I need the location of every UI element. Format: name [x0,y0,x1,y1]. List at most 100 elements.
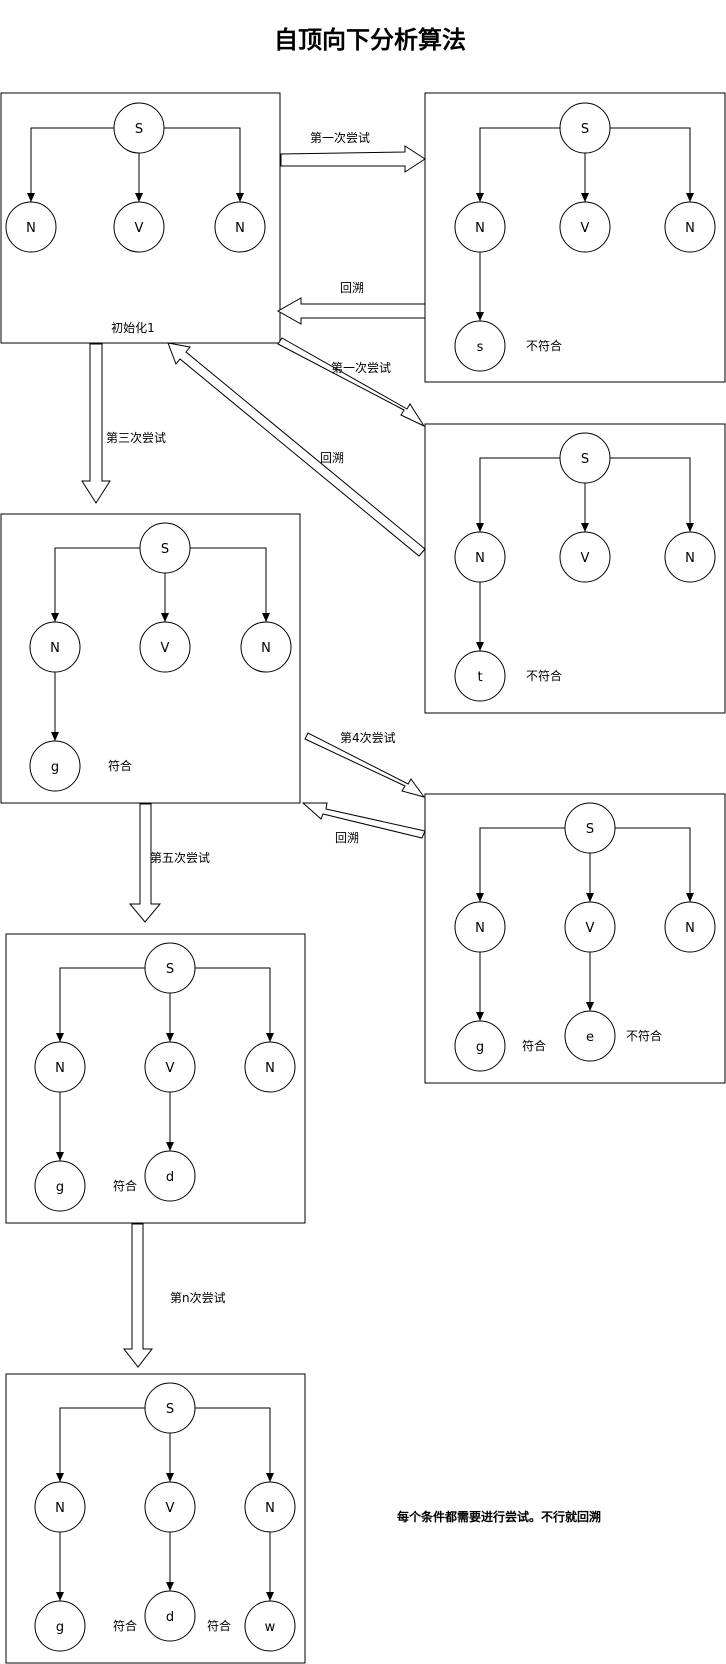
tree-try4-ge-result-0: 符合 [522,1038,546,1053]
label-attempt-n: 第n次尝试 [170,1290,226,1305]
tree-tryn-gdw-child-1-label: V [166,1501,175,1516]
tree-try1-s-root-label: S [581,122,589,137]
tree-try1-s-leaf-0-label: s [477,340,484,355]
tree-tryn-gdw-root-label: S [166,1402,174,1417]
tree-try3-g-edge-2 [190,547,270,622]
tree-try4-ge-result-1: 不符合 [626,1028,662,1043]
arrow-backtrack-2 [167,342,426,557]
box-try5-gd [5,933,306,1224]
page-title: 自顶向下分析算法 [274,26,466,54]
label-attempt-4: 第4次尝试 [340,730,396,745]
box-try1-t [424,423,726,714]
arrow-attempt-n [122,1223,154,1368]
box-init-caption: 初始化1 [111,321,155,335]
tree-try5-gd-leaf-1-label: d [166,1170,174,1185]
arrow-attempt-1b [277,337,426,428]
tree-try5-gd-result-0: 符合 [113,1178,137,1193]
arrow-attempt-4 [304,732,426,798]
tree-try1-s-child-2-circle [664,201,716,253]
tree-try1-t-edge-2 [610,457,694,532]
tree-try4-ge-leaf-0-circle [454,1020,506,1072]
box-try4-ge [424,793,726,1084]
arrow-attempt-3 [81,343,111,504]
tree-try5-gd-leaf-0-circle [34,1160,86,1212]
tree-init-root-label: S [135,122,143,137]
tree-try5-gd-edge-2 [195,967,274,1042]
tree-try3-g-child-1-circle [139,621,191,673]
arrow-backtrack-1 [276,297,426,325]
box-try3-g [0,513,301,804]
tree-try1-s-result-0: 不符合 [526,338,562,353]
tree-tryn-gdw-leaf-0-circle [34,1600,86,1652]
tree-try4-ge-child-2-circle [664,901,716,953]
tree-try1-s-root-circle [559,102,611,154]
tree-try1-t-result-0: 不符合 [526,668,562,683]
tree-tryn-gdw-leaf-1-circle [144,1590,196,1642]
label-backtrack-3: 回溯 [335,830,359,845]
tree-try1-t-leaf-0-label: t [477,670,482,685]
label-attempt-3: 第三次尝试 [106,430,166,445]
tree-tryn-gdw-leaf-0-label: g [56,1620,64,1635]
box-try1-s [424,92,726,383]
tree-try3-g-leaf-0-label: g [51,760,59,775]
tree-try5-gd-root-circle [144,942,196,994]
tree-try1-s-leaf-0-circle [454,320,506,372]
tree-tryn-gdw-result-1: 符合 [207,1618,231,1633]
tree-try1-s-child-1-label: V [581,221,590,236]
tree-try1-s-edge-2 [610,127,694,202]
tree-tryn-gdw-result-0: 符合 [113,1618,137,1633]
tree-try4-ge-edge-0 [476,827,565,902]
tree-try4-ge-child-1-label: V [586,921,595,936]
tree-init-child-2-label: N [235,221,245,236]
tree-try1-s-edge-0 [476,127,560,202]
tree-init-child-0-label: N [26,221,36,236]
tree-init-child-1-circle [113,201,165,253]
tree-try1-t-child-1-label: V [581,551,590,566]
tree-try1-t-root-circle [559,432,611,484]
tree-try5-gd-leaf-0-label: g [56,1180,64,1195]
tree-try4-ge-root-circle [564,802,616,854]
tree-try4-ge-child-2-label: N [685,921,695,936]
box-init [0,92,281,344]
label-backtrack-1: 回溯 [340,280,364,295]
tree-init-edge-2 [164,127,244,202]
tree-try5-gd-child-2-label: N [265,1061,275,1076]
tree-try1-t-child-1-circle [559,531,611,583]
label-attempt-1a: 第一次尝试 [310,130,370,145]
tree-try3-g-child-2-label: N [261,641,271,656]
tree-try3-g-edge-0 [51,547,140,622]
arrow-attempt-1a [280,145,426,173]
tree-try3-g-root-circle [139,522,191,574]
tree-try4-ge-leaf-1-circle [564,1010,616,1062]
tree-try5-gd-leaf-1-circle [144,1150,196,1202]
box-tryn-gdw [5,1373,306,1664]
tree-try4-ge-edge-2 [615,827,694,902]
tree-try3-g-root-label: S [161,542,169,557]
tree-try1-s-child-1-circle [559,201,611,253]
arrow-attempt-5 [128,803,162,923]
tree-try5-gd-child-2-circle [244,1041,296,1093]
tree-try1-t-child-2-label: N [685,551,695,566]
tree-tryn-gdw-child-0-label: N [55,1501,65,1516]
label-attempt-1b: 第一次尝试 [331,360,391,375]
tree-tryn-gdw-leaf-1-label: d [166,1610,174,1625]
tree-tryn-gdw-child-2-label: N [265,1501,275,1516]
tree-init-child-1-label: V [135,221,144,236]
tree-try3-g-child-0-label: N [50,641,60,656]
tree-try1-t-root-label: S [581,452,589,467]
tree-tryn-gdw-edge-0 [56,1407,145,1482]
tree-try3-g-child-2-circle [240,621,292,673]
tree-try1-t-child-0-label: N [475,551,485,566]
tree-tryn-gdw-edge-2 [195,1407,274,1482]
tree-init-root-circle [113,102,165,154]
tree-try1-t-edge-0 [476,457,560,532]
note-text: 每个条件都需要进行尝试。不行就回溯 [397,1509,601,1524]
tree-tryn-gdw-leaf-2-circle [244,1600,296,1652]
tree-init-child-2-circle [214,201,266,253]
tree-try1-s-child-0-label: N [475,221,485,236]
tree-init-edge-0 [27,127,114,202]
tree-try5-gd-edge-0 [56,967,145,1042]
arrow-backtrack-3 [301,802,426,839]
tree-try3-g-child-1-label: V [161,641,170,656]
